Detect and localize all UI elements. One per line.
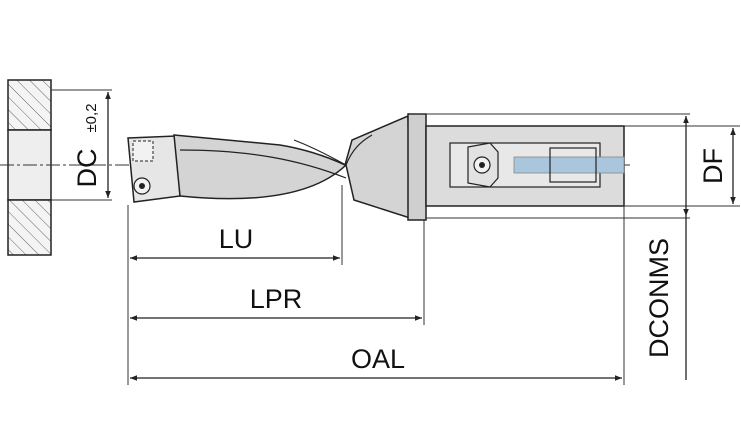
tool bbox=[127, 113, 625, 221]
workpiece-lower bbox=[7, 199, 52, 256]
dimension-lines bbox=[105, 92, 736, 381]
insert-screw-center bbox=[139, 183, 145, 189]
label-dconms: DCONMS bbox=[644, 238, 674, 358]
label-lpr: LPR bbox=[250, 284, 303, 314]
fluted-body bbox=[173, 114, 411, 220]
label-dc: DC bbox=[72, 149, 102, 188]
extension-lines bbox=[51, 89, 740, 385]
workpiece-upper bbox=[7, 79, 52, 131]
collar bbox=[407, 113, 427, 221]
label-df: DF bbox=[698, 148, 728, 184]
insert-upper bbox=[132, 140, 154, 162]
clamp-screw-center bbox=[479, 162, 485, 168]
label-oal: OAL bbox=[351, 344, 405, 374]
coolant-plug bbox=[549, 147, 597, 183]
workpiece-section bbox=[7, 79, 52, 256]
coolant-channel bbox=[513, 156, 625, 174]
flute-line-2 bbox=[293, 134, 373, 166]
label-lu: LU bbox=[219, 224, 254, 254]
label-dc-tolerance: ±0,2 bbox=[83, 103, 100, 132]
flute-line bbox=[179, 149, 347, 179]
